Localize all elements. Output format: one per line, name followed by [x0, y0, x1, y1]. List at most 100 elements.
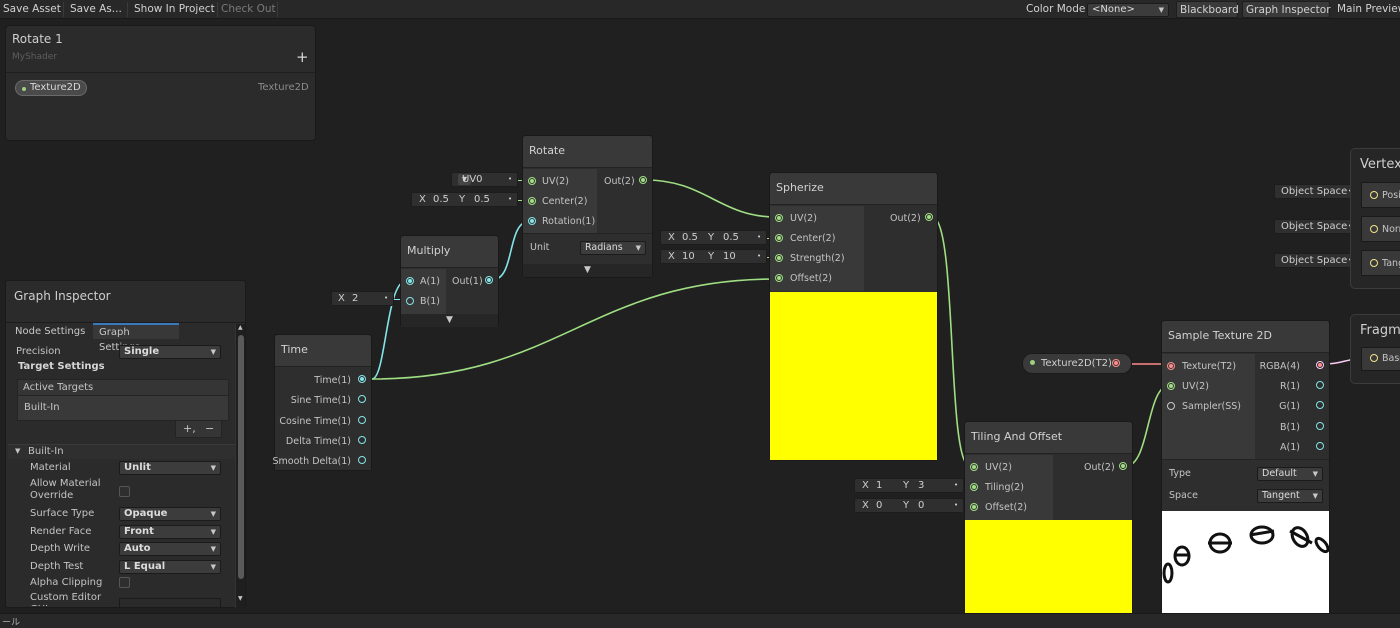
fragment-base-color-block[interactable]: Base: [1361, 347, 1400, 371]
rotate-uv-input-port[interactable]: [528, 177, 536, 185]
check-out-button[interactable]: Check Out: [221, 3, 276, 15]
blackboard-toggle[interactable]: Blackboard: [1176, 1, 1239, 18]
surface-type-dropdown[interactable]: Opaque▼: [119, 507, 221, 521]
builtin-foldout[interactable]: ▼ Built-In: [8, 444, 236, 459]
sine-time-output-port[interactable]: [358, 395, 366, 403]
alpha-clipping-checkbox[interactable]: [119, 577, 130, 588]
show-in-project-button[interactable]: Show In Project: [134, 3, 215, 15]
texture-property-node[interactable]: Texture2D(T2): [1022, 353, 1132, 374]
cosine-time-output-port[interactable]: [358, 416, 366, 424]
rotate-node[interactable]: Rotate UV(2) Center(2) Rotation(1) Out(2…: [522, 135, 653, 278]
sample-texture-2d-node[interactable]: Sample Texture 2D Texture(T2) UV(2) Samp…: [1161, 320, 1330, 614]
multiply-node[interactable]: Multiply A(1) B(1) Out(1) ▼: [400, 235, 499, 327]
sample-sampler-input-port[interactable]: [1167, 402, 1175, 410]
tiling-output-port[interactable]: [1119, 462, 1127, 470]
add-target-button[interactable]: +,: [183, 422, 196, 435]
material-value: Unlit: [124, 462, 151, 473]
sample-texture-input-port[interactable]: [1167, 362, 1175, 370]
time-node[interactable]: Time Time(1) Sine Time(1) Cosine Time(1)…: [273, 334, 372, 471]
tiling-tiling-input-port[interactable]: [970, 483, 978, 491]
color-mode-dropdown[interactable]: <None> ▼: [1087, 3, 1169, 17]
collapse-toggle[interactable]: ▼: [523, 264, 652, 277]
axis-y-label: Y: [708, 232, 715, 243]
vertex-tangent-port[interactable]: [1370, 259, 1378, 267]
multiply-output-label: Out(1): [452, 276, 483, 287]
tiling-offset-input-port[interactable]: [970, 503, 978, 511]
tiling-inline-field[interactable]: X 1 Y 3 •: [854, 478, 964, 493]
save-asset-button[interactable]: Save Asset: [3, 3, 61, 15]
uv-channel-dropdown[interactable]: UV0 ▾: [458, 174, 483, 185]
node-title: Sample Texture 2D: [1162, 321, 1329, 353]
spherize-node[interactable]: Spherize UV(2) Center(2) Strength(2) Off…: [769, 172, 938, 461]
unit-label: Unit: [530, 242, 550, 253]
precision-dropdown[interactable]: Single▼: [119, 345, 221, 359]
scroll-thumb[interactable]: [238, 335, 244, 579]
spherize-strength-input-port[interactable]: [775, 254, 783, 262]
vertex-normal-space-field[interactable]: Object Space •: [1274, 219, 1358, 234]
multiply-b-inline-field[interactable]: X 2 •: [331, 291, 394, 306]
target-list-item[interactable]: Built-In: [24, 402, 60, 413]
tab-node-settings[interactable]: Node Settings: [15, 326, 86, 337]
sample-g-output-port[interactable]: [1316, 401, 1324, 409]
status-bar: ール: [0, 613, 1400, 628]
multiply-output-port[interactable]: [485, 276, 493, 284]
node-title: Multiply: [401, 236, 498, 268]
spherize-strength-inline-field[interactable]: X 10 Y 10 •: [660, 249, 767, 264]
vertex-normal-port[interactable]: [1370, 225, 1378, 233]
smooth-delta-output-port[interactable]: [358, 456, 366, 464]
tiling-and-offset-node[interactable]: Tiling And Offset UV(2) Tiling(2) Offset…: [964, 421, 1133, 614]
save-as-button[interactable]: Save As...: [70, 3, 122, 15]
custom-editor-field[interactable]: [119, 598, 221, 607]
vertex-position-block[interactable]: Posi: [1361, 182, 1400, 208]
multiply-a-input-port[interactable]: [406, 277, 414, 285]
unit-dropdown[interactable]: Radians▼: [580, 241, 646, 255]
remove-target-button[interactable]: −: [205, 422, 215, 435]
sample-uv-input-port[interactable]: [1167, 382, 1175, 390]
fragment-base-color-port[interactable]: [1370, 354, 1378, 362]
tab-graph-settings[interactable]: Graph Settings: [93, 323, 179, 353]
vertex-normal-block[interactable]: Norr: [1361, 216, 1400, 242]
property-pill-texture2d[interactable]: Texture2D: [15, 80, 87, 96]
spherize-offset-input-port[interactable]: [775, 274, 783, 282]
texture-property-output-port[interactable]: [1112, 359, 1120, 367]
spherize-center-input-port[interactable]: [775, 234, 783, 242]
type-dropdown[interactable]: Default▼: [1257, 467, 1323, 481]
render-face-dropdown[interactable]: Front▼: [119, 525, 221, 539]
sample-a-output-port[interactable]: [1316, 442, 1324, 450]
depth-write-dropdown[interactable]: Auto▼: [119, 542, 221, 556]
node-title: Time: [275, 335, 371, 367]
allow-material-override-checkbox[interactable]: [119, 486, 130, 497]
scroll-up-icon[interactable]: ▲: [238, 324, 243, 331]
offset-inline-field[interactable]: X 0 Y 0 •: [854, 498, 964, 513]
collapse-toggle[interactable]: ▼: [401, 314, 498, 327]
scroll-down-icon[interactable]: ▼: [238, 595, 243, 602]
time-output-port[interactable]: [358, 375, 366, 383]
vertex-tangent-space-field[interactable]: Object Space •: [1274, 253, 1358, 268]
rotate-rotation-input-port[interactable]: [528, 217, 536, 225]
spherize-output-port[interactable]: [925, 213, 933, 221]
rotate-output-port[interactable]: [639, 176, 647, 184]
sample-r-output-port[interactable]: [1316, 381, 1324, 389]
sample-rgba-output-port[interactable]: [1316, 361, 1324, 369]
spherize-center-inline-field[interactable]: X 0.5 Y 0.5 •: [660, 230, 767, 245]
rotate-settings: Unit Radians▼: [523, 233, 652, 263]
material-dropdown[interactable]: Unlit▼: [119, 461, 221, 475]
vertex-position-space-field[interactable]: Object Space •: [1274, 184, 1358, 199]
tiling-uv-input-port[interactable]: [970, 463, 978, 471]
sample-b-output-port[interactable]: [1316, 422, 1324, 430]
space-dropdown[interactable]: Tangent▼: [1257, 489, 1323, 503]
depth-test-dropdown[interactable]: L Equal▼: [119, 560, 221, 574]
vertex-tangent-block[interactable]: Tang: [1361, 250, 1400, 276]
rotate-center-inline-field[interactable]: X 0.5 Y 0.5 •: [411, 192, 518, 207]
main-preview-toggle[interactable]: Main Preview: [1337, 3, 1400, 15]
multiply-b-input-port[interactable]: [406, 297, 414, 305]
inspector-scrollbar[interactable]: ▲ ▼: [235, 324, 245, 608]
spherize-uv-input-port[interactable]: [775, 214, 783, 222]
delta-time-output-port[interactable]: [358, 436, 366, 444]
vertex-position-port[interactable]: [1370, 191, 1378, 199]
graph-inspector-toggle[interactable]: Graph Inspector: [1242, 1, 1331, 18]
add-property-button[interactable]: +: [296, 48, 309, 66]
rotate-uv-inline-field[interactable]: UV0 ▾ •: [451, 172, 518, 187]
sample-rgba-label: RGBA(4): [1259, 361, 1300, 372]
rotate-center-input-port[interactable]: [528, 197, 536, 205]
